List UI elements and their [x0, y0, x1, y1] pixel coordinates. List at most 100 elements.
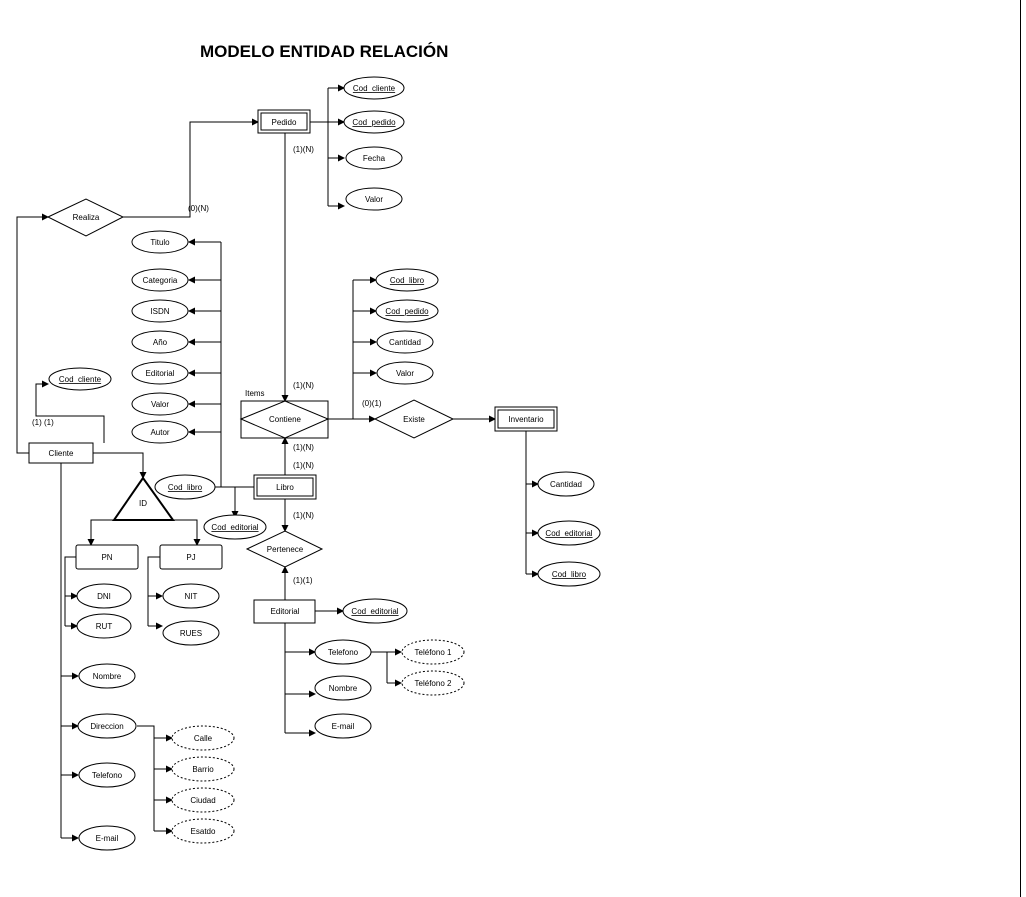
- right-border-line: [1020, 0, 1021, 897]
- diagram-title: MODELO ENTIDAD RELACIÓN: [200, 42, 449, 61]
- entity-editorial-label: Editorial: [271, 607, 300, 616]
- attribute-label: Nombre: [329, 684, 358, 693]
- relationship-existe: Existe: [373, 399, 455, 439]
- attribute-label: Nombre: [93, 672, 122, 681]
- attribute-cliente-telefono: Telefono: [78, 762, 136, 788]
- attribute-cliente-email: E-mail: [78, 825, 136, 851]
- attribute-label: Cod_libro: [390, 276, 425, 285]
- entity-cliente: Cliente: [28, 442, 94, 464]
- cardinality-libro-pertenece: (1)(N): [293, 511, 314, 520]
- attribute-label: ISDN: [150, 307, 169, 316]
- attribute-label: Cod_cliente: [59, 375, 102, 384]
- attribute-contiene-valor: Valor: [376, 361, 434, 385]
- connector-realiza-pedido: [123, 118, 259, 218]
- connector-id-pn: [87, 519, 114, 546]
- cardinality-pedido-contiene: (1)(N): [293, 145, 314, 154]
- entity-pj-label: PJ: [186, 553, 195, 562]
- attribute-label: Cod_cliente: [353, 84, 396, 93]
- connector-direccion-bus: [137, 725, 155, 831]
- attribute-label: Autor: [150, 428, 169, 437]
- attribute-libro-autor: Autor: [131, 420, 189, 444]
- attribute-label: Telefono: [328, 648, 359, 657]
- attribute-label: Teléfono 1: [415, 648, 452, 657]
- entity-cliente-label: Cliente: [49, 449, 74, 458]
- connector-id-pj: [173, 519, 201, 546]
- attribute-cliente-nombre: Nombre: [78, 663, 136, 689]
- attribute-libro-valor: Valor: [131, 392, 189, 416]
- attribute-cliente-direccion: Direccion: [77, 713, 137, 739]
- attribute-libro-cod-editorial: Cod_editorial: [203, 514, 267, 540]
- relationship-realiza: Realiza: [46, 198, 125, 237]
- entity-pn: PN: [75, 544, 139, 570]
- attribute-pn-dni: DNI: [76, 583, 132, 609]
- attribute-label: Cod_editorial: [545, 529, 592, 538]
- attribute-inventario-cod-libro: Cod_libro: [537, 561, 601, 587]
- cardinality-libro-contiene-b: (1)(N): [293, 461, 314, 470]
- attribute-pj-rues: RUES: [162, 620, 220, 646]
- attribute-label: Año: [153, 338, 168, 347]
- connector-pj-bus: [147, 556, 160, 626]
- attribute-libro-anio: Año: [131, 330, 189, 354]
- specialization-id-label: ID: [139, 499, 147, 508]
- specialization-id: ID: [112, 476, 175, 521]
- attribute-direccion-estado: Esatdo: [171, 818, 235, 844]
- attribute-telefono-1: Teléfono 1: [401, 639, 465, 665]
- connector-cliente-codcliente: [35, 380, 105, 443]
- items-label: Items: [245, 389, 265, 398]
- cardinality-contiene-top: (1)(N): [293, 381, 314, 390]
- attribute-label: Calle: [194, 734, 213, 743]
- connector-telefono-bus: [371, 651, 388, 683]
- attribute-pedido-cod-pedido: Cod_pedido: [343, 110, 405, 134]
- attribute-label: RUT: [96, 622, 113, 631]
- attribute-label: Fecha: [363, 154, 386, 163]
- attribute-telefono-2: Teléfono 2: [401, 670, 465, 696]
- connector-pedido-attrs: [310, 88, 329, 206]
- attribute-pj-nit: NIT: [162, 583, 220, 609]
- attribute-label: Cantidad: [389, 338, 421, 347]
- entity-pj: PJ: [159, 544, 223, 570]
- entity-pedido: Pedido: [257, 109, 311, 134]
- relationship-pertenece: Pertenece: [245, 530, 324, 568]
- attribute-pedido-valor: Valor: [345, 187, 403, 211]
- attribute-label: Titulo: [150, 238, 170, 247]
- entity-pn-label: PN: [101, 553, 112, 562]
- attribute-libro-categoria: Categoria: [131, 268, 189, 292]
- entity-inventario-label: Inventario: [508, 415, 544, 424]
- attribute-contiene-cod-libro: Cod_libro: [375, 268, 439, 292]
- entity-inventario: Inventario: [494, 406, 558, 432]
- connector-cliente-id: [93, 452, 147, 479]
- cardinality-editorial-pertenece: (1)(1): [293, 576, 313, 585]
- connectors: [16, 84, 539, 842]
- attribute-label: Cod_libro: [168, 483, 203, 492]
- connector-cliente-realiza: [16, 213, 49, 454]
- attribute-libro-titulo: Titulo: [131, 230, 189, 254]
- attribute-label: Categoria: [143, 276, 178, 285]
- connector-pn-bus: [64, 556, 76, 626]
- attribute-label: NIT: [185, 592, 198, 601]
- attribute-pedido-fecha: Fecha: [345, 146, 403, 170]
- cardinality-libro-contiene-a: (1)(N): [293, 443, 314, 452]
- attribute-libro-isdn: ISDN: [131, 299, 189, 323]
- attribute-label: Valor: [396, 369, 414, 378]
- entity-pedido-label: Pedido: [272, 118, 297, 127]
- relationship-existe-label: Existe: [403, 415, 425, 424]
- attribute-libro-cod-libro: Cod_libro: [154, 474, 216, 500]
- attribute-label: Esatdo: [191, 827, 216, 836]
- attribute-pn-rut: RUT: [76, 613, 132, 639]
- attribute-label: Teléfono 2: [415, 679, 452, 688]
- attribute-contiene-cod-pedido: Cod_pedido: [375, 299, 439, 323]
- relationship-contiene: Contiene: [239, 400, 330, 439]
- attribute-direccion-ciudad: Ciudad: [171, 787, 235, 813]
- attribute-label: Cod_pedido: [385, 307, 429, 316]
- entity-libro-label: Libro: [276, 483, 294, 492]
- attribute-label: Editorial: [146, 369, 175, 378]
- relationship-contiene-label: Contiene: [269, 415, 302, 424]
- cardinality-cliente-cod: (1) (1): [32, 418, 54, 427]
- attribute-inventario-cantidad: Cantidad: [537, 471, 595, 497]
- attribute-inventario-cod-editorial: Cod_editorial: [537, 520, 601, 546]
- cardinality-contiene-existe: (0)(1): [362, 399, 382, 408]
- attribute-label: Telefono: [92, 771, 123, 780]
- attribute-editorial-cod-editorial: Cod_editorial: [342, 598, 408, 624]
- cardinality-realiza-pedido: (0)(N): [188, 204, 209, 213]
